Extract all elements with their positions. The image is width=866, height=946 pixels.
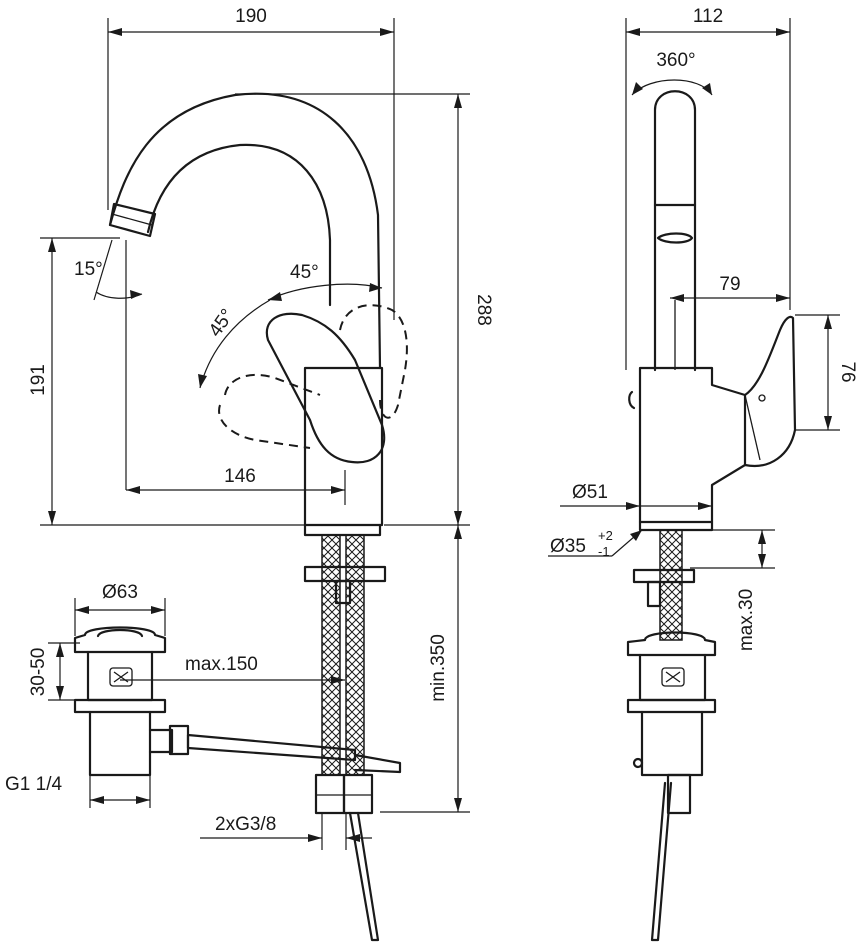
dim-45-upper: 45° (290, 262, 319, 283)
side-spout (653, 90, 697, 372)
fixing-bracket (303, 565, 387, 583)
dim-d51: Ø51 (572, 482, 608, 503)
faucet-base (303, 523, 382, 537)
nozzle-tip (108, 202, 157, 238)
drain-rod (348, 811, 380, 942)
spout-outer (108, 92, 382, 370)
dim-146: 146 (224, 466, 256, 487)
hose-nut-left (314, 773, 346, 815)
front-view (73, 92, 408, 942)
dim-288: 288 (473, 294, 494, 326)
side-body (638, 366, 747, 524)
dim-max150: max.150 (185, 654, 258, 675)
dim-30-50: 30-50 (28, 648, 49, 697)
dim-112: 112 (693, 6, 723, 27)
dim-76: 76 (837, 361, 858, 382)
lever-handle (265, 312, 386, 464)
dim-d35: Ø35 (550, 536, 586, 557)
dim-45-lower: 45° (205, 305, 239, 341)
dim-d35-tol-plus: +2 (598, 528, 613, 543)
dim-2xg38: 2xG3/8 (215, 814, 276, 835)
side-waste-valve (626, 631, 717, 942)
spout-inner (146, 143, 332, 307)
front-dimensions: 190 288 min.350 191 15° 45° (5, 6, 494, 850)
side-view (626, 90, 797, 942)
side-hose (659, 529, 683, 641)
faucet-body (303, 366, 384, 527)
hose-right (345, 534, 365, 776)
lever-position-left (218, 373, 321, 449)
dim-min350: min.350 (428, 634, 449, 702)
dim-d35-tol-minus: -1 (598, 544, 610, 559)
lever-position-right (339, 304, 408, 419)
side-dimensions: 112 360° 79 76 Ø51 Ø35 +2 -1 (548, 6, 858, 651)
dim-15deg: 15° (74, 259, 103, 280)
dim-191: 191 (28, 364, 49, 396)
dim-360: 360° (656, 50, 695, 71)
dim-max30: max.30 (736, 589, 757, 651)
hose-nut-right (342, 773, 374, 815)
dim-d63: Ø63 (102, 582, 138, 603)
dim-g114: G1 1/4 (5, 774, 62, 795)
side-lever (743, 315, 797, 468)
dim-190: 190 (235, 6, 267, 27)
dim-79: 79 (719, 274, 740, 295)
hose-left (321, 534, 341, 776)
waste-valve (73, 626, 357, 777)
